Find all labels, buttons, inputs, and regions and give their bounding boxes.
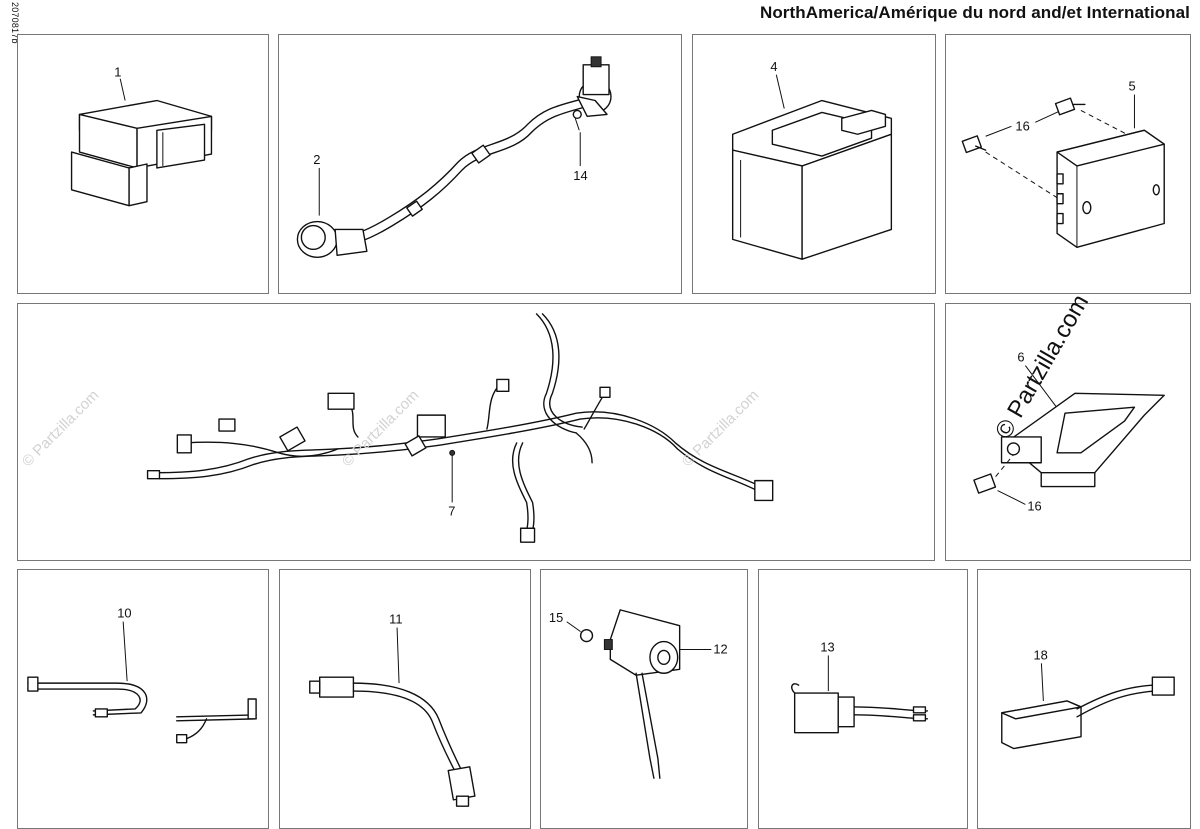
panel-part-1: 1: [17, 34, 269, 294]
callout-5: 5: [1129, 79, 1136, 94]
part-13-drawing: 13: [791, 639, 929, 734]
callout-12: 12: [713, 641, 727, 656]
panel-part-12: 15 12: [540, 569, 748, 829]
part-5-drawing: 5 16: [961, 79, 1165, 249]
callout-7: 7: [448, 503, 455, 518]
part-1-drawing: 1: [70, 65, 213, 207]
panel-part-6: 6 16: [945, 303, 1191, 561]
callout-18: 18: [1033, 647, 1047, 662]
page-title: NorthAmerica/Amérique du nord and/et Int…: [759, 3, 1190, 22]
panel-part-13: 13: [758, 569, 968, 829]
diagram-code: 2070817b: [10, 2, 20, 44]
panel-part-2: 14 2: [278, 34, 682, 294]
part-11-drawing: 11: [309, 612, 476, 807]
panel-part-18: 18: [977, 569, 1191, 829]
part-2-drawing: 14 2: [296, 56, 612, 258]
callout-14: 14: [573, 168, 587, 183]
callout-10: 10: [117, 606, 131, 621]
panel-part-5: 5 16: [945, 34, 1191, 294]
panel-part-7: 7: [17, 303, 935, 561]
callout-1: 1: [114, 65, 121, 80]
callout-16-top: 16: [1015, 118, 1029, 133]
callout-13: 13: [820, 639, 834, 654]
callout-6: 6: [1017, 350, 1024, 365]
part-6-drawing: 6 16: [973, 350, 1165, 513]
panel-part-10: 10: [17, 569, 269, 829]
callout-15: 15: [549, 610, 563, 625]
callout-16-bottom: 16: [1027, 498, 1041, 513]
panel-part-4: 4: [692, 34, 936, 294]
part-10-drawing: 10: [27, 606, 257, 744]
part-18-drawing: 18: [1001, 647, 1175, 750]
panel-part-11: 11: [279, 569, 531, 829]
part-4-drawing: 4: [731, 59, 893, 260]
callout-4: 4: [770, 59, 777, 74]
part-7-drawing: 7: [146, 313, 774, 543]
callout-2: 2: [313, 152, 320, 167]
part-12-drawing: 15 12: [549, 609, 728, 779]
callout-11: 11: [389, 612, 402, 627]
